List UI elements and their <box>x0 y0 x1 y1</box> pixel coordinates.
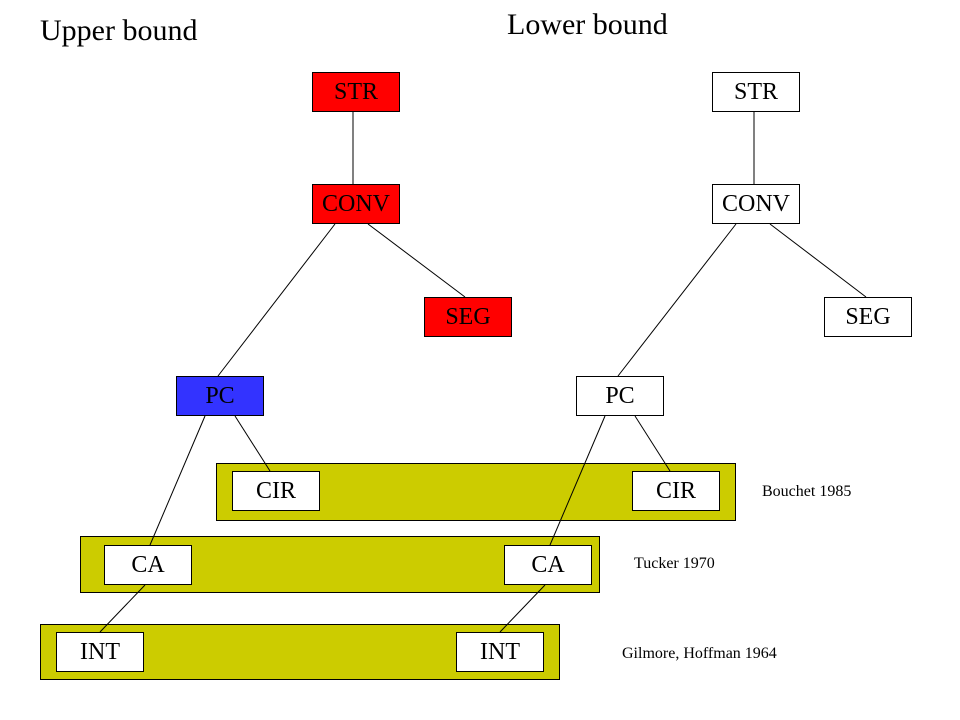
edge-lower-pc-ca <box>549 415 606 546</box>
node-upper-pc: PC <box>176 376 264 416</box>
citation-bouchet: Bouchet 1985 <box>762 483 852 500</box>
node-lower-seg: SEG <box>824 297 912 337</box>
edge-lower-pc-cir <box>634 415 671 472</box>
title-upper-bound: Upper bound <box>40 14 198 47</box>
node-lower-str: STR <box>712 72 800 112</box>
edge-upper-conv-pc <box>217 223 336 377</box>
node-lower-int: INT <box>456 632 544 672</box>
node-upper-str: STR <box>312 72 400 112</box>
edge-lower-conv-pc <box>617 223 737 377</box>
edge-upper-pc-cir <box>234 415 271 472</box>
edge-lower-ca-int <box>499 584 546 633</box>
edge-upper-ca-int <box>99 584 146 633</box>
title-lower-bound: Lower bound <box>507 8 668 41</box>
node-upper-ca: CA <box>104 545 192 585</box>
edge-upper-conv-seg <box>367 223 466 298</box>
node-lower-conv: CONV <box>712 184 800 224</box>
node-upper-conv: CONV <box>312 184 400 224</box>
node-upper-int: INT <box>56 632 144 672</box>
citation-tucker: Tucker 1970 <box>634 555 715 572</box>
edge-lower-conv-seg <box>769 223 867 298</box>
node-lower-ca: CA <box>504 545 592 585</box>
citation-gilmore-hoffman: Gilmore, Hoffman 1964 <box>622 645 777 662</box>
node-lower-pc: PC <box>576 376 664 416</box>
node-upper-cir: CIR <box>232 471 320 511</box>
node-upper-seg: SEG <box>424 297 512 337</box>
node-lower-cir: CIR <box>632 471 720 511</box>
edge-upper-pc-ca <box>149 415 206 546</box>
